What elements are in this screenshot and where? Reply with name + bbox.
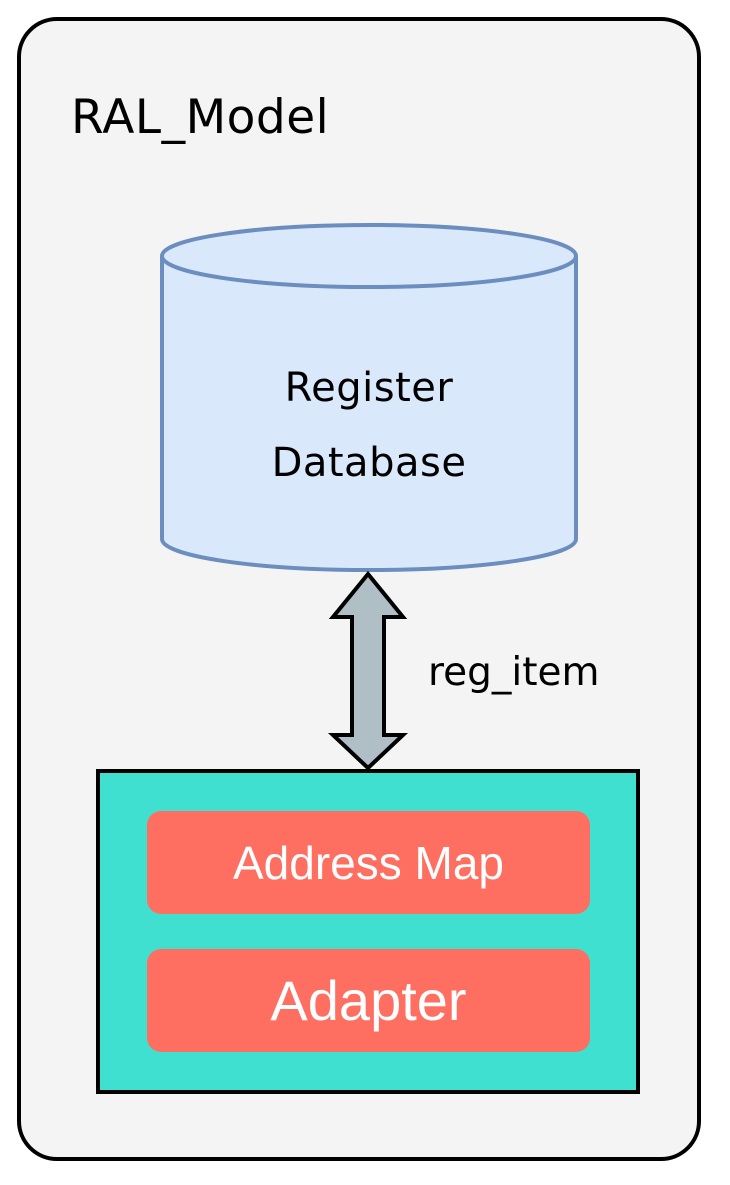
database-label-line1: Register — [284, 365, 454, 411]
database-label-line2: Database — [271, 440, 467, 486]
connector-label: reg_item — [428, 650, 600, 695]
register-database-cylinder — [160, 223, 578, 572]
reg-item-double-arrow — [327, 570, 409, 771]
address-map-box: Address Map — [147, 811, 590, 914]
adapter-box: Adapter — [147, 949, 590, 1052]
diagram-title: RAL_Model — [71, 90, 330, 145]
